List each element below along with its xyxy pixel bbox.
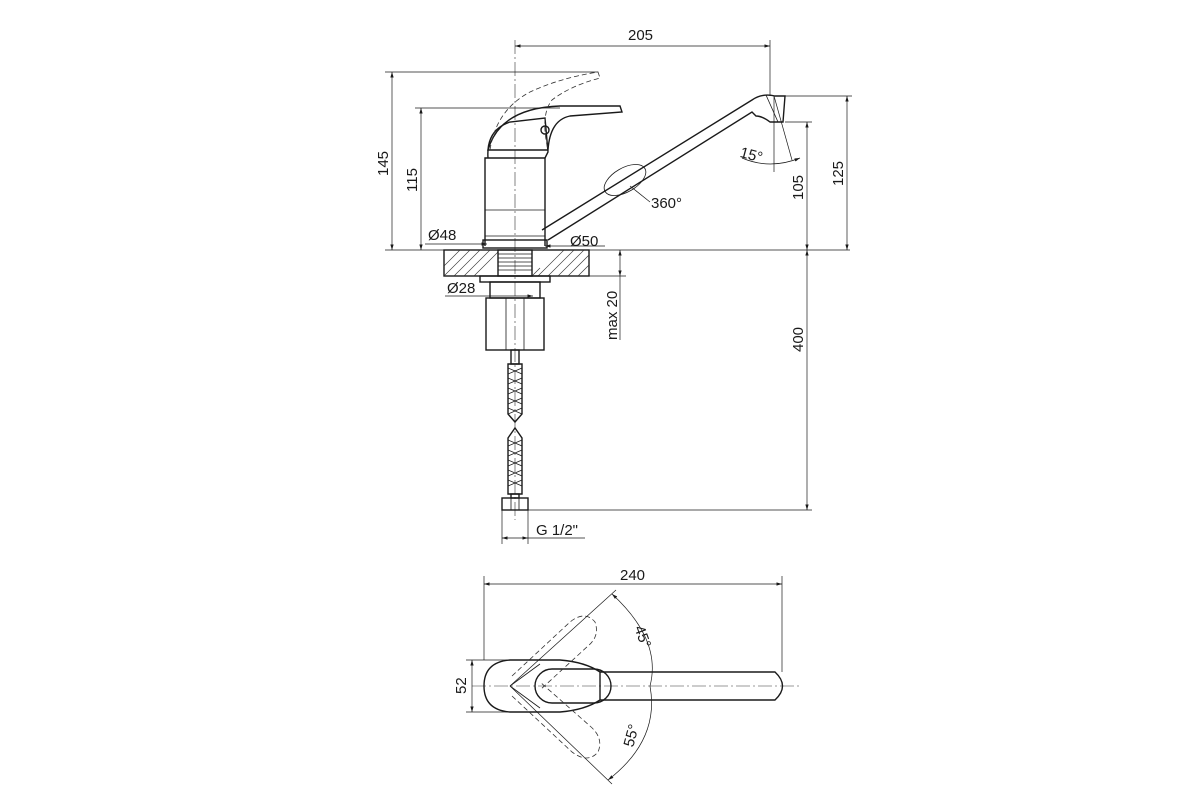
top-lever-rotated-right [511, 681, 601, 759]
dim-total-height: 145 [375, 151, 392, 176]
top-body [483, 659, 601, 713]
dim-max-thickness: max 20 [604, 291, 621, 340]
aerator-angle-label: 15° [738, 144, 764, 166]
dim-collar-diameter: Ø50 [570, 233, 598, 250]
dim-spout-height: 105 [790, 175, 807, 200]
dim-body-width: 52 [453, 677, 470, 694]
top-spout [600, 671, 784, 701]
dim-hose-length: 400 [790, 327, 807, 352]
dim-spout-top-height: 125 [830, 161, 847, 186]
dim-total-width: 240 [620, 567, 645, 584]
rotation-label: 360° [651, 195, 682, 212]
lever-handle-raised [489, 71, 601, 151]
angle-right-label: 55° [621, 722, 643, 748]
top-lever-rotated-left [511, 615, 597, 691]
lever-screw [540, 125, 550, 135]
top-view: 45° 55° 240 52 [453, 567, 800, 785]
dim-body-height: 115 [404, 168, 421, 192]
dim-shank-diameter: Ø28 [447, 280, 475, 297]
dim-spout-reach: 205 [628, 27, 653, 44]
top-lever [534, 668, 612, 704]
angle-left-label: 45° [630, 623, 654, 650]
lever-handle [487, 105, 623, 151]
dim-thread: G 1/2" [536, 522, 578, 539]
supply-hose [501, 349, 529, 511]
side-view: 360° 15° 205 145 115 105 125 Ø48 Ø50 [375, 27, 852, 544]
dim-base-diameter: Ø48 [428, 227, 456, 244]
spout [541, 94, 786, 241]
